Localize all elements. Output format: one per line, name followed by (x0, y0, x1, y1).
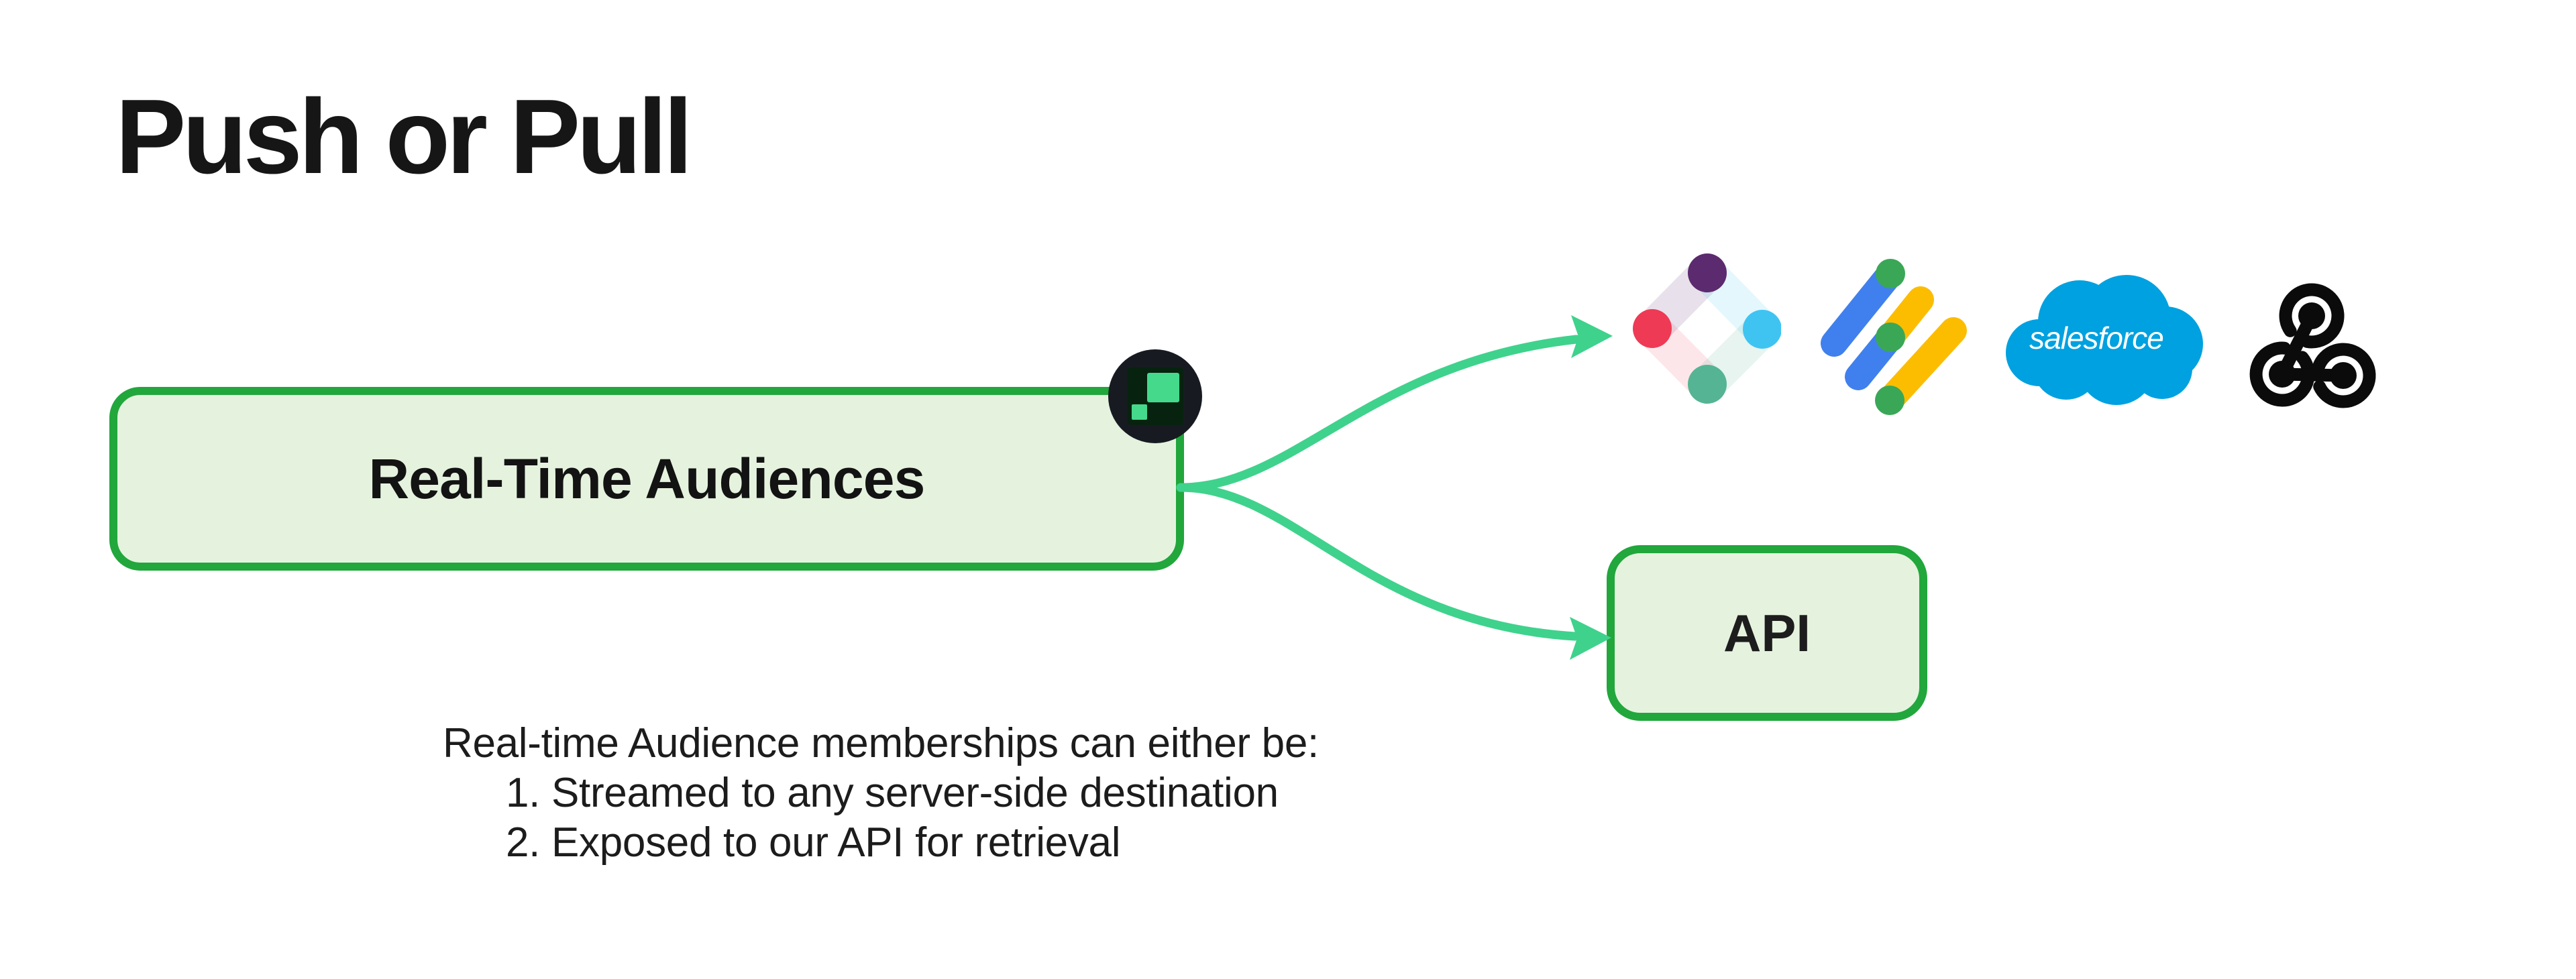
real-time-audiences-box: Real-Time Audiences (109, 387, 1184, 571)
salesforce-wordmark: salesforce (2029, 321, 2163, 355)
notes-intro: Real-time Audience memberships can eithe… (443, 720, 1319, 766)
api-box: API (1607, 545, 1927, 721)
arrow-to-api (1176, 483, 1580, 641)
iterable-logo-icon (1633, 253, 1781, 404)
hightouch-logo-small-square (1132, 404, 1147, 420)
gam-green-dot-middle (1876, 323, 1905, 352)
iterable-red-dot (1633, 309, 1672, 348)
hightouch-logo-icon (1108, 349, 1202, 443)
notes-item-2: 2. Exposed to our API for retrieval (506, 819, 1121, 866)
api-label: API (1723, 603, 1811, 663)
google-ad-manager-logo-icon (1821, 259, 1967, 415)
hightouch-logo-square (1127, 367, 1183, 425)
arrowhead-to-destinations (1571, 315, 1613, 358)
iterable-purple-dot (1688, 253, 1727, 292)
iterable-blue-dot (1743, 310, 1781, 349)
iterable-teal-dot (1688, 365, 1727, 404)
hightouch-logo-big-square (1147, 373, 1179, 402)
notes-block: Real-time Audience memberships can eithe… (443, 719, 1319, 868)
real-time-audiences-label: Real-Time Audiences (368, 447, 925, 510)
salesforce-logo-icon: salesforce (2006, 275, 2203, 405)
arrowhead-to-api (1570, 617, 1611, 660)
gam-green-dot-top (1876, 259, 1905, 288)
webhook-logo-icon (2249, 283, 2376, 408)
gam-green-dot-bottom (1875, 386, 1904, 415)
page-title: Push or Pull (115, 78, 693, 196)
arrow-to-destinations (1176, 335, 1581, 492)
notes-item-1: 1. Streamed to any server-side destinati… (506, 770, 1279, 816)
